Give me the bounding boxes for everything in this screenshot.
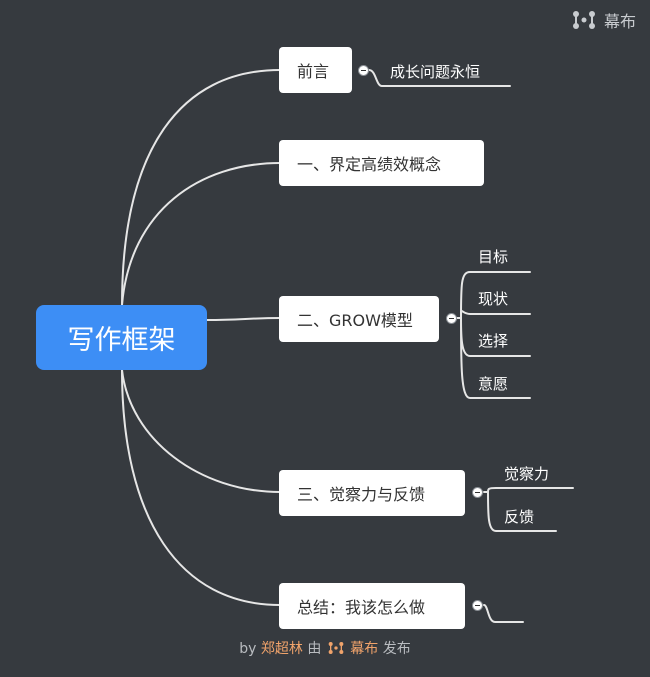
mubu-logo-icon [572,11,595,29]
link-branch-4-bracket [483,487,574,532]
link-root-branch-3 [206,317,281,321]
collapse-toggle-icon[interactable] [472,487,483,498]
leaf-node[interactable]: 目标 [478,248,509,266]
link-root-branch-2 [121,162,281,306]
link-branch-1-child-1 [368,69,511,87]
link-root-branch-5 [121,369,281,606]
link-root-branch-1 [121,69,281,306]
collapse-toggle-icon[interactable] [358,65,369,76]
branch-node-preface[interactable]: 前言 [279,47,352,93]
footer-author-link[interactable]: 郑超林 [260,641,303,657]
branch-node-summary[interactable]: 总结：我该怎么做 [279,583,465,629]
footer-published: 发布 [382,641,411,657]
leaf-node[interactable]: 成长问题永恒 [390,63,481,81]
footer-via: 由 [307,641,322,657]
leaf-node[interactable]: 现状 [478,290,509,308]
brand: 幕布 [572,8,636,32]
footer: by 郑超林 由 幕布 发布 [0,638,650,658]
leaf-node[interactable]: 反馈 [504,508,535,526]
branch-node-awareness-feedback[interactable]: 三、觉察力与反馈 [279,470,465,516]
link-branch-3-bracket [456,271,531,399]
link-root-branch-4 [121,369,281,493]
collapse-toggle-icon[interactable] [446,313,457,324]
link-branch-5-child-1 [483,604,524,623]
collapse-toggle-icon[interactable] [472,600,483,611]
branch-node-definition[interactable]: 一、界定高绩效概念 [279,140,484,186]
brand-name: 幕布 [603,12,636,31]
leaf-node[interactable]: 意愿 [478,375,509,393]
footer-by: by [239,641,257,657]
branch-node-grow-model[interactable]: 二、GROW模型 [279,296,439,342]
mubu-logo-icon [328,642,344,654]
footer-platform-link[interactable]: 幕布 [350,641,379,657]
leaf-node[interactable]: 觉察力 [504,465,550,483]
root-node[interactable]: 写作框架 [36,305,207,370]
leaf-node[interactable]: 选择 [478,332,509,350]
